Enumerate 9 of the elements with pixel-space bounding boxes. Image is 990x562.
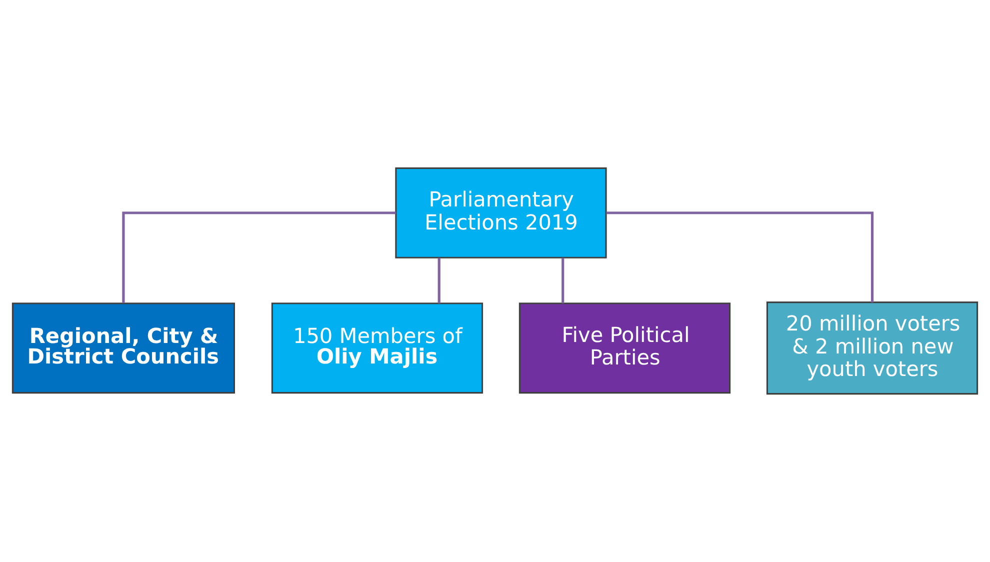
connector: [562, 258, 564, 304]
connector: [438, 258, 440, 304]
node-box: Parliamentary Elections 2019: [395, 167, 607, 258]
node-box: 20 million voters & 2 million new youth voters: [766, 302, 978, 395]
connector: [122, 212, 396, 304]
connector: [606, 212, 874, 302]
node-box: Five Political Parties: [518, 302, 731, 394]
node-box: 150 Members of Oliy Majlis: [271, 302, 484, 394]
node-box: Regional, City & District Councils: [12, 302, 235, 394]
